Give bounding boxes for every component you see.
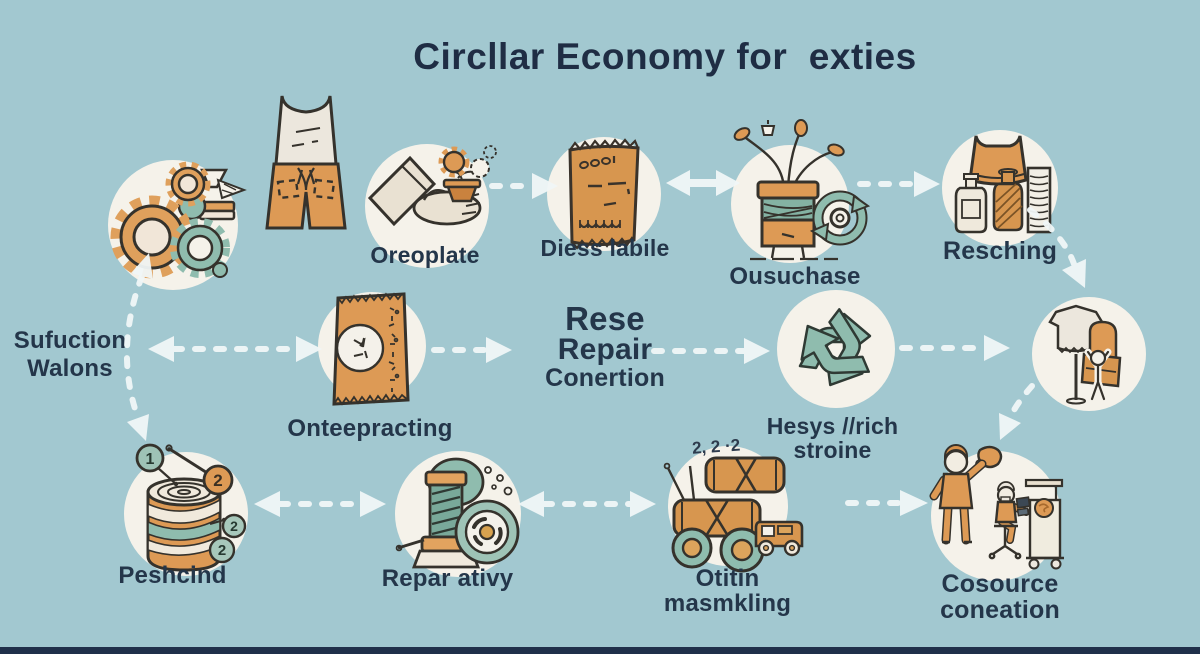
center-label-line1: Rese — [565, 300, 645, 337]
center-label-line3: Conertion — [545, 364, 665, 392]
arrow-sufuction-onteepracting-double — [148, 336, 322, 362]
arrow-otitin-to-cosource — [845, 490, 928, 516]
arrow-resching-to-clothesrack — [1027, 207, 1086, 288]
arrow-clothesrack-to-cosource — [999, 383, 1035, 440]
oreoplate-label: Oreoplate — [370, 242, 480, 268]
arrow-diess-ousuchase-double — [666, 170, 740, 196]
arrow-reparativy-otitin-double — [518, 491, 656, 517]
sufuction-label-line1: Sufuction — [13, 327, 127, 354]
cosource-label: Cosource coneation — [940, 570, 1060, 625]
callout-2: 2 — [213, 471, 222, 490]
arrow-oreoplate-to-diess — [489, 173, 558, 199]
fabric-tag-icon — [318, 292, 426, 406]
bobbin-button-icon — [395, 451, 521, 577]
spool-plant-recycle-icon — [731, 119, 871, 263]
striped-spool-icon: 1 2 2 2 — [124, 443, 248, 576]
center-label-line2: Repair — [557, 333, 653, 366]
diess-label: Diess labile — [540, 235, 670, 261]
hand-plant-icon — [365, 144, 497, 268]
otitin-label: Otitin masmkling — [663, 565, 792, 618]
bottles-top-icon — [942, 130, 1058, 246]
peshcind-label: Peshcind — [118, 562, 227, 589]
clothes-rack-icon — [1032, 297, 1146, 411]
fabric-swatch-icon — [547, 137, 661, 251]
callout-1: 1 — [146, 451, 155, 468]
arrow-recycle-to-clothesrack — [899, 335, 1010, 361]
sufuction-label-line2: Walons — [27, 355, 113, 382]
outfit-icon — [265, 95, 347, 230]
arrow-onteepracting-to-center — [431, 337, 512, 363]
reparativy-label: Repar ativy — [381, 565, 514, 592]
hesys-label: Hesys //rich stroine — [766, 413, 899, 464]
arrow-center-to-recycle — [651, 338, 770, 364]
callout-4: 2 — [218, 542, 226, 559]
page-title: Circllar Economy for exties — [413, 36, 917, 77]
onteepracting-label: Onteepracting — [287, 415, 453, 442]
arrow-ousuchase-to-resching — [857, 171, 940, 197]
ousuchase-label: Ousuchase — [729, 263, 861, 290]
recycle-icon — [777, 290, 895, 408]
bottom-bar — [0, 647, 1200, 654]
arrow-gears-peshcind-vertical — [123, 253, 153, 441]
resching-label: Resching — [942, 237, 1058, 265]
callout-3: 2 — [230, 518, 238, 534]
rolls-truck-icon — [663, 446, 804, 573]
arrow-peshcind-reparativy-double — [254, 491, 386, 517]
gears-icon — [108, 160, 247, 290]
workers-icon — [929, 444, 1064, 581]
